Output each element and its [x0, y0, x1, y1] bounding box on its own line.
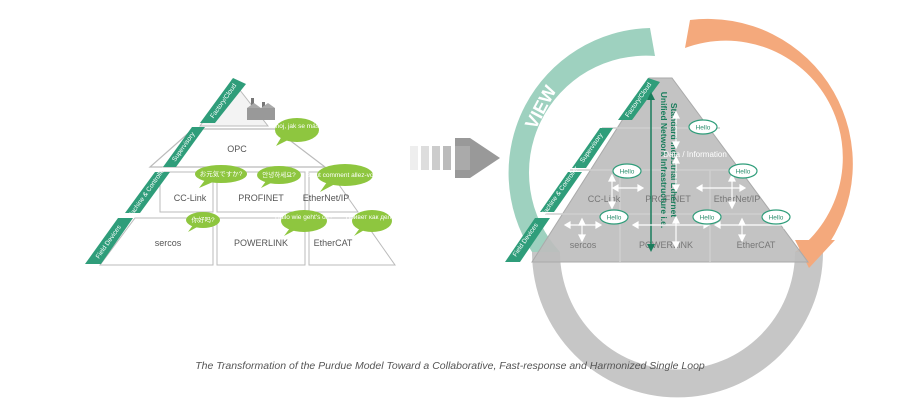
- bubble-czech: Ahoj, jak se máš?: [271, 118, 323, 146]
- left-pyramid: Factory/Cloud Supervisory Machine & Cont…: [85, 78, 399, 266]
- bubble-japanese: お元気ですか?: [195, 165, 247, 188]
- label-cclink: CC-Link: [174, 193, 207, 203]
- analyze-arrowhead: [795, 240, 835, 268]
- label-profinet: PROFINET: [238, 193, 284, 203]
- label-ethercat: EtherCAT: [314, 238, 353, 248]
- svg-text:Hello: Hello: [620, 169, 635, 176]
- right-label-sercos: sercos: [570, 240, 597, 250]
- label-ethernetip: EtherNet/IP: [303, 193, 350, 203]
- hello-bubble: Hello: [728, 163, 758, 179]
- svg-text:Salut comment allez-vous?: Salut comment allez-vous?: [306, 172, 384, 179]
- svg-text:안녕하세요?: 안녕하세요?: [262, 170, 296, 179]
- factory-icon: [247, 98, 275, 120]
- transition-arrow-icon: [410, 138, 500, 178]
- hello-bubble: Hello: [612, 163, 642, 179]
- bubble-chinese: 你好吗?: [186, 212, 220, 232]
- label-action: ACTION: [635, 314, 704, 334]
- analyze-arc: [685, 18, 853, 252]
- right-label-ethernetip: EtherNet/IP: [714, 194, 761, 204]
- action-arc: [532, 252, 823, 398]
- svg-text:Hello: Hello: [700, 215, 715, 222]
- figure-caption: The Transformation of the Purdue Model T…: [195, 360, 705, 372]
- label-powerlink: POWERLINK: [234, 238, 288, 248]
- left-cell-ethercat: [308, 217, 396, 266]
- updown-arrows: [578, 110, 746, 250]
- hello-bubble: Hello: [599, 209, 629, 225]
- svg-text:你好吗?: 你好吗?: [191, 215, 215, 224]
- label-sercos: sercos: [155, 238, 182, 248]
- bubble-german: Hallo wie geht's dir?: [275, 210, 333, 236]
- svg-text:Data / Information: Data / Information: [663, 150, 727, 159]
- hello-bubble: Hello: [688, 119, 718, 135]
- svg-text:Hello: Hello: [696, 125, 711, 132]
- right-label-cclink: CC-Link: [588, 194, 621, 204]
- right-pyramid: Factory/Cloud Supervisory Machine & Cont…: [505, 77, 809, 263]
- svg-text:Hello: Hello: [736, 169, 751, 176]
- bubble-french: Salut comment allez-vous?: [306, 164, 384, 192]
- svg-text:Hallo wie geht's dir?: Hallo wie geht's dir?: [275, 214, 333, 221]
- bubble-korean: 안녕하세요?: [257, 166, 301, 188]
- label-opc: OPC: [227, 144, 247, 154]
- right-label-ethercat: EtherCAT: [737, 240, 776, 250]
- svg-text:Ahoj, jak se máš?: Ahoj, jak se máš?: [271, 123, 323, 130]
- svg-text:Unified Network Infrastructure: Unified Network Infrastructure i.e.: [659, 92, 669, 229]
- svg-text:Hello: Hello: [769, 215, 784, 222]
- svg-text:Привет как дела?: Привет как дела?: [346, 214, 399, 221]
- data-information-label: Data / Information: [663, 150, 727, 159]
- right-label-powerlink: POWERLINK: [639, 240, 693, 250]
- svg-text:Hello: Hello: [607, 215, 622, 222]
- view-arc: [508, 28, 655, 252]
- hello-bubble: Hello: [692, 209, 722, 225]
- hello-bubble: Hello: [761, 209, 791, 225]
- right-label-profinet: PROFINET: [645, 194, 691, 204]
- bubble-russian: Привет как дела?: [346, 210, 399, 236]
- svg-text:お元気ですか?: お元気ですか?: [200, 169, 243, 178]
